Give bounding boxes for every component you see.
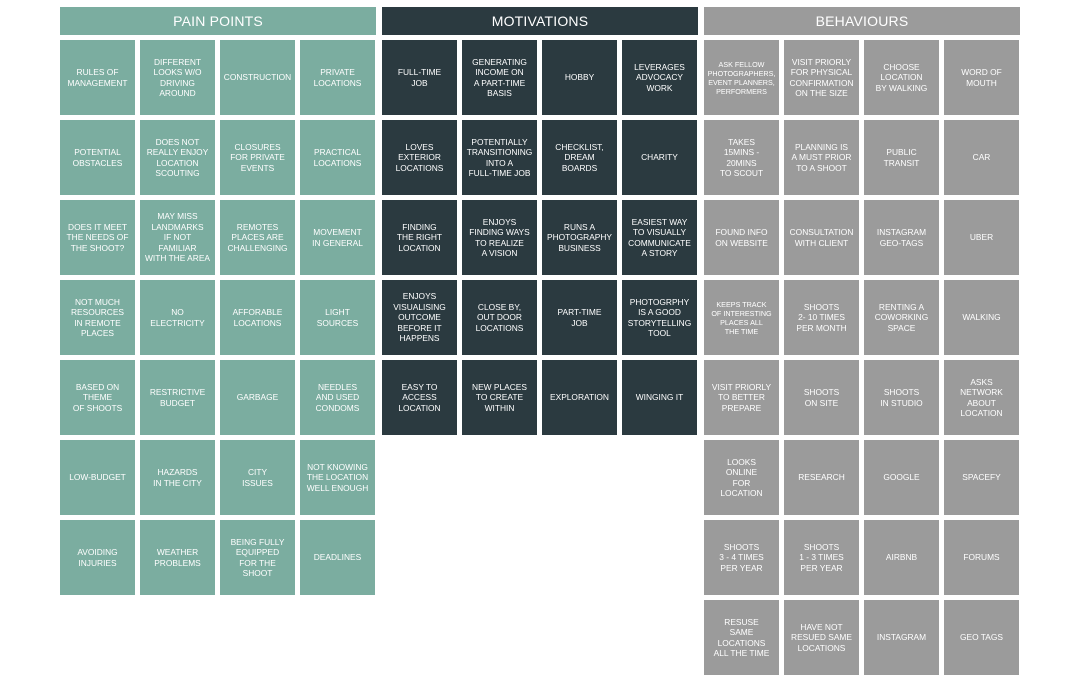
motivations-note: HOBBY xyxy=(542,40,617,115)
behaviours-note: SHOOTS ON SITE xyxy=(784,360,859,435)
pain-points-note: CLOSURES FOR PRIVATE EVENTS xyxy=(220,120,295,195)
behaviours-note: RESEARCH xyxy=(784,440,859,515)
pain-points-note: RESTRICTIVE BUDGET xyxy=(140,360,215,435)
behaviours-note: ASK FELLOW PHOTOGRAPHERS, EVENT PLANNERS… xyxy=(704,40,779,115)
pain-points-note: POTENTIAL OBSTACLES xyxy=(60,120,135,195)
motivations-note: FINDING THE RIGHT LOCATION xyxy=(382,200,457,275)
pain-points-note: REMOTES PLACES ARE CHALLENGING xyxy=(220,200,295,275)
pain-points-note: MOVEMENT IN GENERAL xyxy=(300,200,375,275)
motivations-note: LOVES EXTERIOR LOCATIONS xyxy=(382,120,457,195)
behaviours-note: ASKS NETWORK ABOUT LOCATION xyxy=(944,360,1019,435)
motivations-note: NEW PLACES TO CREATE WITHIN xyxy=(462,360,537,435)
pain-points-note: AVOIDING INJURIES xyxy=(60,520,135,595)
pain-points-note: NOT KNOWING THE LOCATION WELL ENOUGH xyxy=(300,440,375,515)
pain-points-note: BEING FULLY EQUIPPED FOR THE SHOOT xyxy=(220,520,295,595)
motivations-note: ENJOYS FINDING WAYS TO REALIZE A VISION xyxy=(462,200,537,275)
pain-points-note: AFFORABLE LOCATIONS xyxy=(220,280,295,355)
pain-points-note: HAZARDS IN THE CITY xyxy=(140,440,215,515)
motivations-header: MOTIVATIONS xyxy=(382,7,698,35)
behaviours-note: KEEPS TRACK OF INTERESTING PLACES ALL TH… xyxy=(704,280,779,355)
motivations-note: CHECKLIST, DREAM BOARDS xyxy=(542,120,617,195)
pain-points-note: GARBAGE xyxy=(220,360,295,435)
motivations-note: POTENTIALLY TRANSITIONING INTO A FULL-TI… xyxy=(462,120,537,195)
behaviours-note: UBER xyxy=(944,200,1019,275)
pain-points-header: PAIN POINTS xyxy=(60,7,376,35)
pain-points-note: PRACTICAL LOCATIONS xyxy=(300,120,375,195)
motivations-note: RUNS A PHOTOGRAPHY BUSINESS xyxy=(542,200,617,275)
pain-points-note: NO ELECTRICITY xyxy=(140,280,215,355)
motivations-note: EXPLORATION xyxy=(542,360,617,435)
behaviours-note: WALKING xyxy=(944,280,1019,355)
pain-points-note: PRIVATE LOCATIONS xyxy=(300,40,375,115)
motivations-note: PHOTOGRPHY IS A GOOD STORYTELLING TOOL xyxy=(622,280,697,355)
behaviours-note: PUBLIC TRANSIT xyxy=(864,120,939,195)
behaviours-header: BEHAVIOURS xyxy=(704,7,1020,35)
pain-points-note: DEADLINES xyxy=(300,520,375,595)
pain-points-note: NOT MUCH RESOURCES IN REMOTE PLACES xyxy=(60,280,135,355)
behaviours-note: SHOOTS 2- 10 TIMES PER MONTH xyxy=(784,280,859,355)
behaviours-column: BEHAVIOURS ASK FELLOW PHOTOGRAPHERS, EVE… xyxy=(704,7,1020,675)
behaviours-note: LOOKS ONLINE FOR LOCATION xyxy=(704,440,779,515)
pain-points-note: RULES OF MANAGEMENT xyxy=(60,40,135,115)
behaviours-note: RENTING A COWORKING SPACE xyxy=(864,280,939,355)
pain-points-note: LIGHT SOURCES xyxy=(300,280,375,355)
pain-points-note: DOES NOT REALLY ENJOY LOCATION SCOUTING xyxy=(140,120,215,195)
motivations-note: EASY TO ACCESS LOCATION xyxy=(382,360,457,435)
motivations-note: CHARITY xyxy=(622,120,697,195)
behaviours-note: SPACEFY xyxy=(944,440,1019,515)
behaviours-note: RESUSE SAME LOCATIONS ALL THE TIME xyxy=(704,600,779,675)
pain-points-note: LOW-BUDGET xyxy=(60,440,135,515)
motivations-note: ENJOYS VISUALISING OUTCOME BEFORE IT HAP… xyxy=(382,280,457,355)
behaviours-note: TAKES 15MINS - 20MINS TO SCOUT xyxy=(704,120,779,195)
motivations-note: GENERATING INCOME ON A PART-TIME BASIS xyxy=(462,40,537,115)
behaviours-note: FOUND INFO ON WEBSITE xyxy=(704,200,779,275)
behaviours-note: HAVE NOT RESUED SAME LOCATIONS xyxy=(784,600,859,675)
pain-points-note: CITY ISSUES xyxy=(220,440,295,515)
behaviours-note: AIRBNB xyxy=(864,520,939,595)
behaviours-note: VISIT PRIORLY TO BETTER PREPARE xyxy=(704,360,779,435)
behaviours-note: INSTAGRAM GEO-TAGS xyxy=(864,200,939,275)
motivations-note: WINGING IT xyxy=(622,360,697,435)
behaviours-note: GEO TAGS xyxy=(944,600,1019,675)
pain-points-note: MAY MISS LANDMARKS IF NOT FAMILIAR WITH … xyxy=(140,200,215,275)
pain-points-note: WEATHER PROBLEMS xyxy=(140,520,215,595)
pain-points-note: BASED ON THEME OF SHOOTS xyxy=(60,360,135,435)
behaviours-note: GOOGLE xyxy=(864,440,939,515)
pain-points-note: NEEDLES AND USED CONDOMS xyxy=(300,360,375,435)
behaviours-note: FORUMS xyxy=(944,520,1019,595)
behaviours-note: PLANNING IS A MUST PRIOR TO A SHOOT xyxy=(784,120,859,195)
motivations-note: CLOSE BY, OUT DOOR LOCATIONS xyxy=(462,280,537,355)
behaviours-note: INSTAGRAM xyxy=(864,600,939,675)
behaviours-note: WORD OF MOUTH xyxy=(944,40,1019,115)
pain-points-note: CONSTRUCTION xyxy=(220,40,295,115)
behaviours-note: VISIT PRIORLY FOR PHYSICAL CONFIRMATION … xyxy=(784,40,859,115)
behaviours-note: CHOOSE LOCATION BY WALKING xyxy=(864,40,939,115)
motivations-note: FULL-TIME JOB xyxy=(382,40,457,115)
behaviours-note: SHOOTS 1 - 3 TIMES PER YEAR xyxy=(784,520,859,595)
behaviours-note: CONSULTATION WITH CLIENT xyxy=(784,200,859,275)
behaviours-note: CAR xyxy=(944,120,1019,195)
motivations-note: EASIEST WAY TO VISUALLY COMMUNICATE A ST… xyxy=(622,200,697,275)
motivations-note: LEVERAGES ADVOCACY WORK xyxy=(622,40,697,115)
behaviours-note: SHOOTS IN STUDIO xyxy=(864,360,939,435)
behaviours-note: SHOOTS 3 - 4 TIMES PER YEAR xyxy=(704,520,779,595)
pain-points-note: DOES IT MEET THE NEEDS OF THE SHOOT? xyxy=(60,200,135,275)
behaviours-grid: ASK FELLOW PHOTOGRAPHERS, EVENT PLANNERS… xyxy=(704,40,1020,675)
pain-points-note: DIFFERENT LOOKS W/O DRIVING AROUND xyxy=(140,40,215,115)
motivations-note: PART-TIME JOB xyxy=(542,280,617,355)
